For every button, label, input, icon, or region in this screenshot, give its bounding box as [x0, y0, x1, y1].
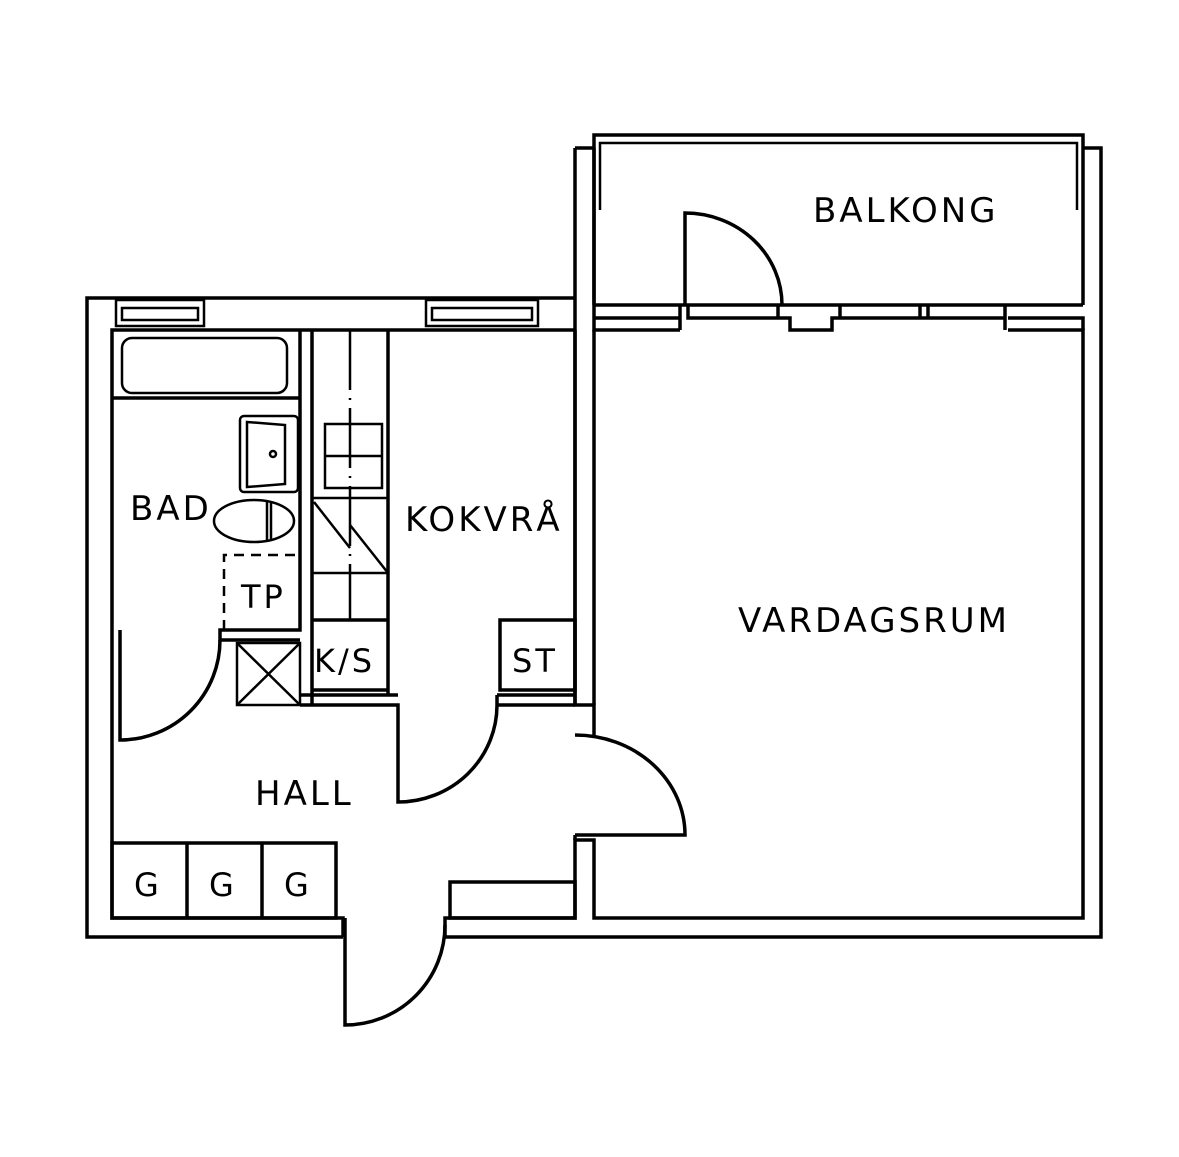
sink — [238, 414, 300, 494]
windows — [114, 298, 540, 328]
balcony-label: BALKONG — [813, 191, 999, 231]
bathroom-door — [118, 630, 222, 742]
entrance-door — [343, 918, 447, 1027]
hall-label: HALL — [255, 774, 354, 814]
kitchen: K/S ST KOKVRÅ — [300, 330, 577, 804]
wardrobe-label-3: G — [284, 866, 312, 904]
balcony-door — [683, 211, 784, 306]
shaft — [235, 641, 302, 707]
living-room-door — [574, 733, 687, 837]
living-room-label: VARDAGSRUM — [738, 601, 1010, 641]
living-room: VARDAGSRUM — [574, 601, 1010, 837]
balcony: BALKONG — [592, 133, 1085, 332]
bathroom-label: BAD — [130, 489, 212, 529]
toilet — [212, 498, 296, 544]
storage-label: ST — [512, 642, 558, 680]
wardrobe-label-1: G — [134, 866, 162, 904]
bathtub — [120, 336, 289, 395]
fridge-label: K/S — [314, 642, 375, 680]
wardrobes — [110, 841, 338, 920]
dryer-outline — [222, 553, 298, 630]
hall: G G G HALL — [110, 774, 577, 1027]
wardrobe-label-2: G — [209, 866, 237, 904]
bathroom: TP BAD — [112, 330, 314, 742]
kitchen-label: KOKVRÅ — [405, 499, 563, 540]
storage — [498, 618, 577, 692]
dryer-label: TP — [240, 578, 286, 616]
